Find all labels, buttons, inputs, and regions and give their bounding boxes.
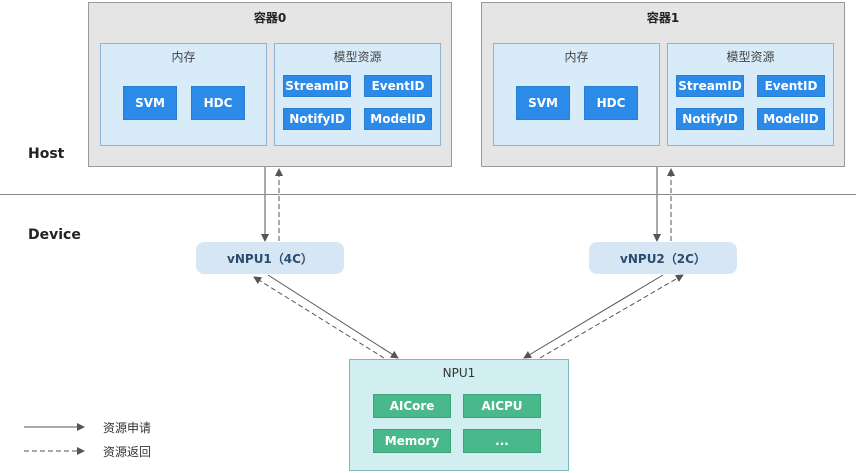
- memory-chip: Memory: [373, 429, 451, 453]
- container-1-model-resources-panel: 模型资源 StreamID EventID NotifyID ModelID: [667, 43, 834, 146]
- container-0-memory-panel: 内存 SVM HDC: [100, 43, 267, 146]
- vnpu2-node: vNPU2（2C）: [589, 242, 737, 274]
- return-arrow-npu-vnpu2: [539, 274, 684, 359]
- container-0-title: 容器0: [253, 11, 287, 25]
- device-label: Device: [28, 227, 81, 243]
- more-chip: ...: [463, 429, 541, 453]
- container-0: 容器0 内存 SVM HDC 模型资源 StreamID EventID Not…: [88, 2, 452, 167]
- streamid-chip: StreamID: [283, 75, 351, 97]
- legend-return-label: 资源返回: [103, 445, 152, 459]
- host-label: Host: [28, 146, 65, 162]
- vnpu1-node: vNPU1（4C）: [196, 242, 344, 274]
- eventid-chip: EventID: [364, 75, 432, 97]
- request-arrow-vnpu2-npu: [523, 274, 664, 359]
- return-arrow-npu-vnpu1: [253, 276, 385, 359]
- legend-request-label: 资源申请: [103, 421, 152, 435]
- hdc-chip: HDC: [191, 86, 245, 120]
- model-resources-panel-title: 模型资源: [726, 50, 775, 64]
- notifyid-chip: NotifyID: [676, 108, 744, 130]
- notifyid-chip: NotifyID: [283, 108, 351, 130]
- container-1-memory-panel: 内存 SVM HDC: [493, 43, 660, 146]
- request-arrow-vnpu1-npu: [267, 274, 399, 359]
- npu1-title: NPU1: [442, 366, 476, 380]
- container-0-model-resources-panel: 模型资源 StreamID EventID NotifyID ModelID: [274, 43, 441, 146]
- container-1: 容器1 内存 SVM HDC 模型资源 StreamID EventID Not…: [481, 2, 845, 167]
- memory-panel-title: 内存: [564, 50, 589, 64]
- npu1-box: NPU1 AICore AICPU Memory ...: [349, 359, 569, 471]
- host-device-divider: [0, 194, 856, 195]
- model-resources-panel-title: 模型资源: [333, 50, 382, 64]
- memory-panel-title: 内存: [171, 50, 196, 64]
- streamid-chip: StreamID: [676, 75, 744, 97]
- aicore-chip: AICore: [373, 394, 451, 418]
- container-1-title: 容器1: [646, 11, 680, 25]
- modelid-chip: ModelID: [364, 108, 432, 130]
- hdc-chip: HDC: [584, 86, 638, 120]
- modelid-chip: ModelID: [757, 108, 825, 130]
- eventid-chip: EventID: [757, 75, 825, 97]
- svm-chip: SVM: [516, 86, 570, 120]
- svm-chip: SVM: [123, 86, 177, 120]
- aicpu-chip: AICPU: [463, 394, 541, 418]
